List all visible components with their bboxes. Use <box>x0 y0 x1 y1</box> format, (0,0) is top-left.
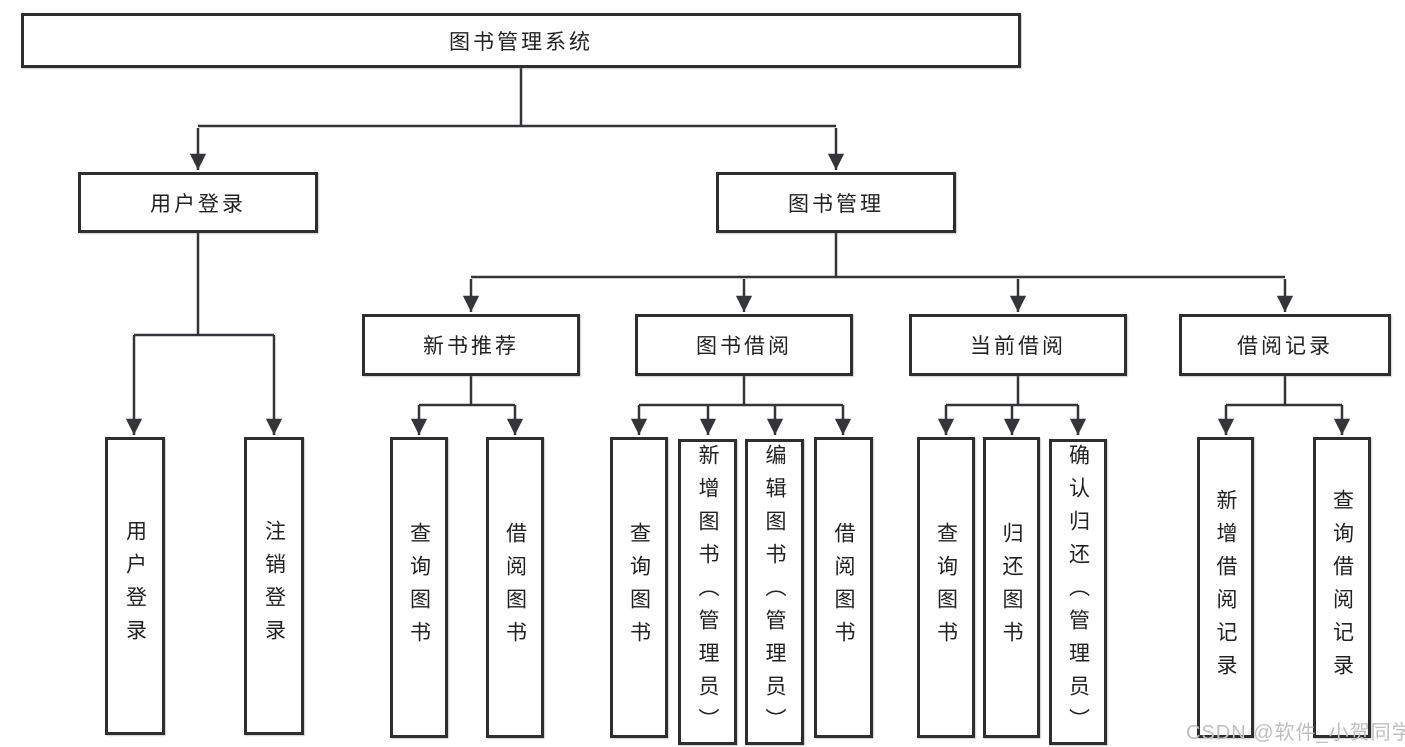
leaf-query-books-3: 查询图书 <box>917 437 975 738</box>
leaf-edit-book-admin-label: 编辑图书（管理员） <box>763 443 786 741</box>
node-library-system-label: 图书管理系统 <box>449 30 593 54</box>
node-book-borrowing-label: 图书借阅 <box>696 335 792 358</box>
node-new-book-recommend: 新书推荐 <box>362 314 580 376</box>
node-user-login-label: 用户登录 <box>150 192 246 216</box>
leaf-query-books-1: 查询图书 <box>390 437 448 738</box>
leaf-add-book-admin: 新增图书（管理员） <box>678 439 737 745</box>
leaf-query-books-3-label: 查询图书 <box>934 521 958 654</box>
leaf-confirm-return-admin: 确认归还（管理员） <box>1049 439 1107 745</box>
leaf-query-borrow-record: 查询借阅记录 <box>1313 437 1371 738</box>
leaf-borrow-books-1: 借阅图书 <box>486 437 544 738</box>
node-book-management: 图书管理 <box>716 172 956 233</box>
leaf-return-books-label: 归还图书 <box>1000 521 1023 654</box>
leaf-borrow-books-1-label: 借阅图书 <box>503 521 527 654</box>
leaf-user-login-label: 用户登录 <box>123 520 147 652</box>
node-book-borrowing: 图书借阅 <box>635 314 853 376</box>
node-new-book-recommend-label: 新书推荐 <box>423 335 519 358</box>
leaf-borrow-books-2: 借阅图书 <box>814 437 873 738</box>
leaf-logout-login: 注销登录 <box>244 437 304 735</box>
node-library-system: 图书管理系统 <box>21 13 1021 68</box>
node-borrowing-records: 借阅记录 <box>1179 314 1391 376</box>
leaf-return-books: 归还图书 <box>983 437 1040 738</box>
node-user-login: 用户登录 <box>78 172 318 233</box>
node-current-borrowing: 当前借阅 <box>909 314 1127 376</box>
leaf-confirm-return-admin-label: 确认归还（管理员） <box>1066 443 1090 741</box>
leaf-query-books-1-label: 查询图书 <box>407 521 431 654</box>
leaf-add-book-admin-label: 新增图书（管理员） <box>696 443 719 741</box>
leaf-logout-login-label: 注销登录 <box>262 520 286 652</box>
leaf-edit-book-admin: 编辑图书（管理员） <box>745 439 804 745</box>
watermark: CSDN @软件_小贺同学 <box>1186 722 1405 744</box>
node-borrowing-records-label: 借阅记录 <box>1237 335 1333 358</box>
leaf-query-borrow-record-label: 查询借阅记录 <box>1330 488 1354 687</box>
leaf-user-login: 用户登录 <box>105 437 165 735</box>
node-current-borrowing-label: 当前借阅 <box>970 335 1066 358</box>
leaf-borrow-books-2-label: 借阅图书 <box>832 521 855 654</box>
leaf-query-books-2: 查询图书 <box>610 437 668 738</box>
leaf-add-borrow-record-label: 新增借阅记录 <box>1214 488 1237 687</box>
leaf-query-books-2-label: 查询图书 <box>627 521 651 654</box>
node-book-management-label: 图书管理 <box>788 192 884 216</box>
leaf-add-borrow-record: 新增借阅记录 <box>1197 437 1254 738</box>
